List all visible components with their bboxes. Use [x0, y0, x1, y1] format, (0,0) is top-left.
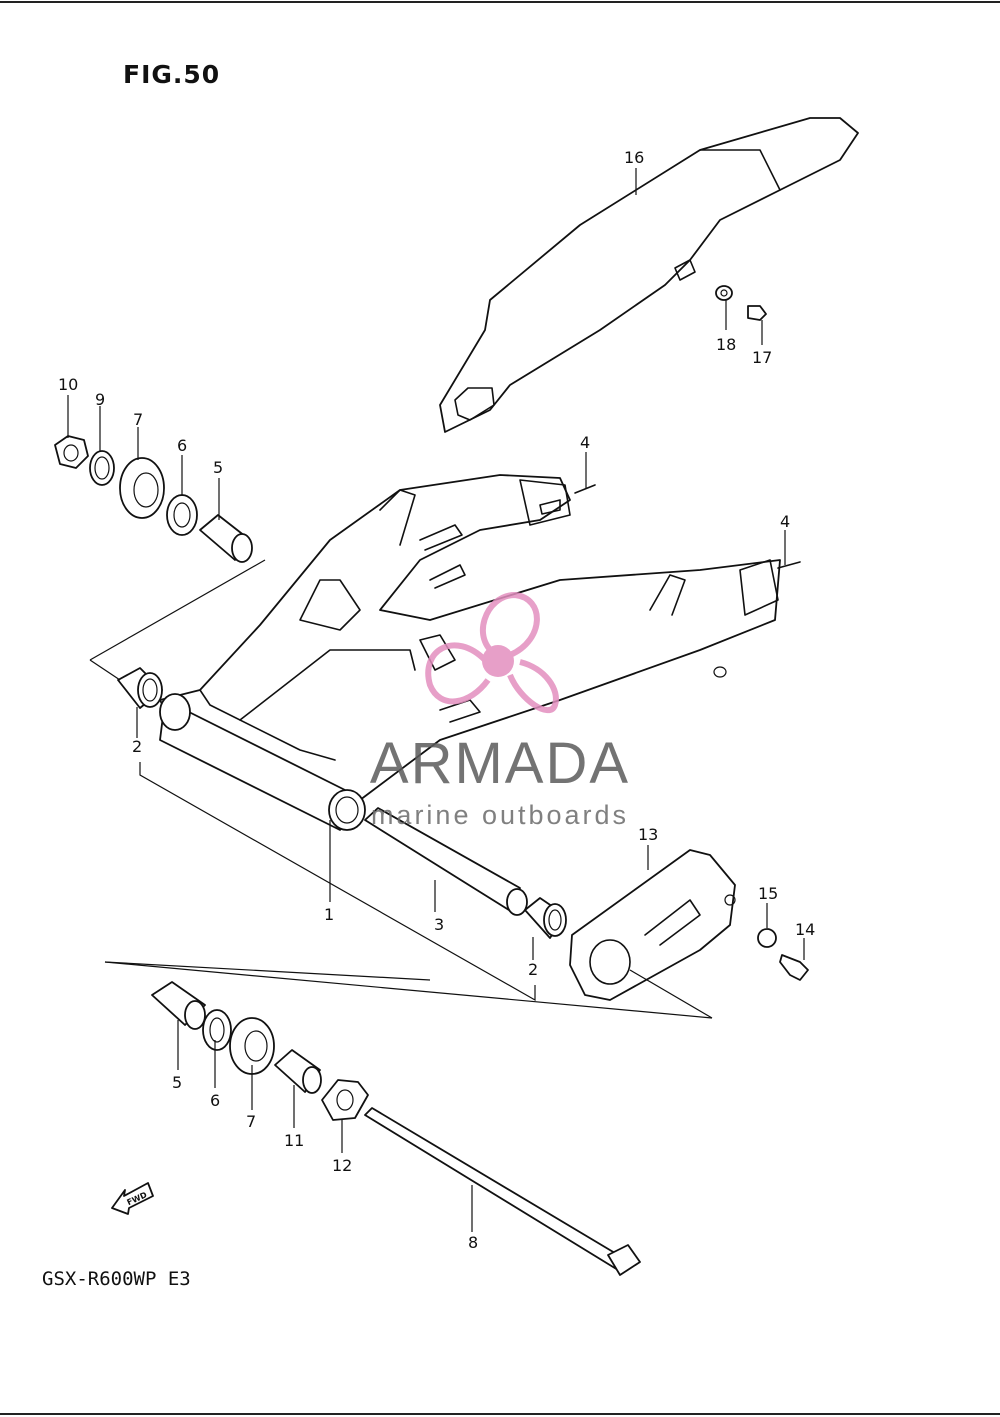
callout-7a: 7 — [133, 410, 143, 429]
callout-9: 9 — [95, 390, 105, 409]
callout-labels: 10 9 7 6 5 4 4 16 18 17 2 1 3 2 13 15 14… — [58, 148, 815, 1252]
chain-guide — [569, 849, 736, 1001]
callout-16: 16 — [624, 148, 644, 167]
callout-18: 18 — [716, 335, 736, 354]
callout-4a: 4 — [580, 433, 590, 452]
callout-12: 12 — [332, 1156, 352, 1175]
adjuster-bolt-4b — [777, 561, 801, 569]
callout-7b: 7 — [246, 1112, 256, 1131]
bearing-7a — [119, 457, 165, 519]
guide-lines — [89, 559, 713, 1019]
model-code: GSX-R600WP E3 — [42, 1268, 191, 1290]
washer-9 — [89, 450, 115, 486]
callout-14: 14 — [795, 920, 815, 939]
needle-bearing-2a — [117, 667, 163, 709]
spacer-tube-3 — [364, 807, 528, 916]
callout-2b: 2 — [528, 960, 538, 979]
screw-17 — [747, 305, 767, 321]
callout-13: 13 — [638, 825, 658, 844]
propeller-logo-icon — [425, 591, 559, 714]
nut-10 — [54, 435, 89, 469]
callout-3: 3 — [434, 915, 444, 934]
spacer-5a — [199, 514, 253, 563]
callout-6a: 6 — [177, 436, 187, 455]
callout-10: 10 — [58, 375, 78, 394]
callout-4b: 4 — [780, 512, 790, 531]
watermark-tagline: marine outboards — [370, 800, 630, 830]
leaders — [67, 168, 805, 1232]
figure-title: FIG.50 — [123, 60, 221, 89]
callout-6b: 6 — [210, 1091, 220, 1110]
callout-5a: 5 — [213, 458, 223, 477]
callout-15: 15 — [758, 884, 778, 903]
callout-2a: 2 — [132, 737, 142, 756]
callout-1: 1 — [324, 905, 334, 924]
needle-bearing-2b — [524, 897, 567, 939]
pivot-tube — [159, 693, 366, 831]
bolt-14 — [779, 954, 809, 981]
watermark-name: ARMADA — [369, 731, 631, 796]
washer-18 — [715, 285, 733, 301]
swing-arm — [159, 474, 781, 806]
adjuster-11 — [274, 1049, 322, 1094]
callout-17: 17 — [752, 348, 772, 367]
fwd-arrow-icon: FWD — [111, 1182, 154, 1215]
pivot-shaft-8 — [364, 1107, 641, 1276]
adjuster-bolt-4a — [574, 484, 596, 494]
washer-6b — [202, 1009, 232, 1051]
chain-case — [439, 117, 859, 433]
collar-15 — [757, 928, 777, 948]
callout-11: 11 — [284, 1131, 304, 1150]
lock-nut-12 — [321, 1079, 369, 1121]
spacer-5b — [151, 981, 206, 1030]
washer-6a — [166, 494, 198, 536]
callout-5b: 5 — [172, 1073, 182, 1092]
callout-8: 8 — [468, 1233, 478, 1252]
